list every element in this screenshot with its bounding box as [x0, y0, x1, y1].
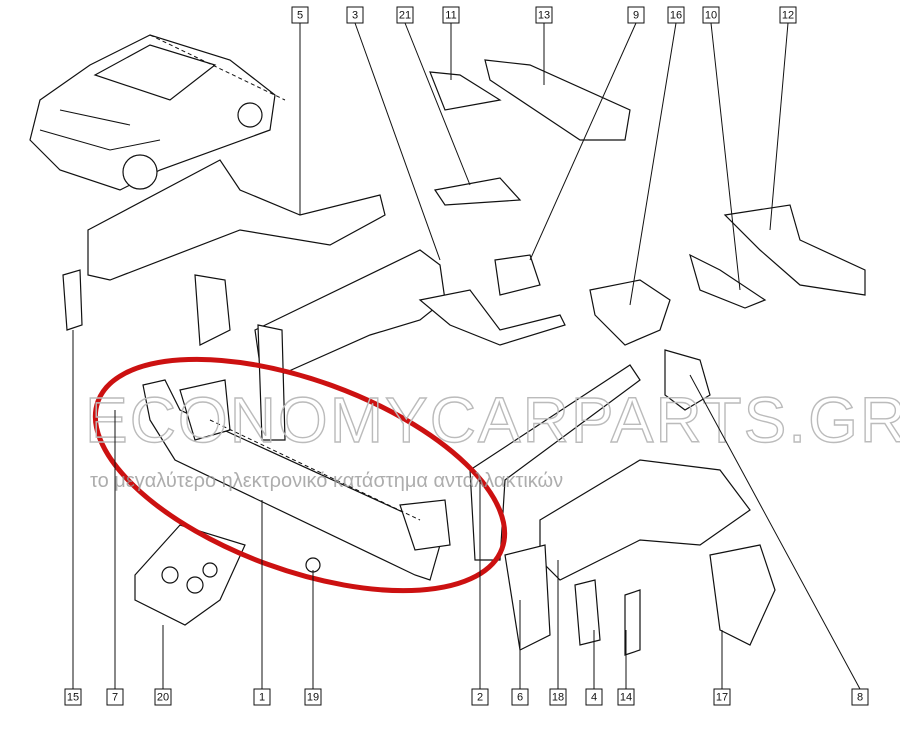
label-box: [585, 688, 603, 706]
part-label-17[interactable]: 17: [713, 688, 731, 706]
label-box: [702, 6, 720, 24]
leader-line: [710, 22, 741, 291]
part-label-12[interactable]: 12: [779, 6, 797, 24]
label-box: [106, 688, 124, 706]
label-number: 18: [552, 692, 564, 704]
bumper-reinforcement-beam: [142, 379, 451, 581]
inner-wing-panel: [87, 159, 386, 281]
label-number: 17: [716, 692, 728, 704]
label-box: [617, 688, 635, 706]
part-label-10[interactable]: 10: [702, 6, 720, 24]
label-box: [667, 6, 685, 24]
label-number: 16: [670, 10, 682, 22]
part-label-1[interactable]: 1: [253, 688, 271, 706]
label-number: 4: [591, 692, 597, 704]
label-number: 9: [633, 10, 639, 22]
leader-line: [769, 22, 789, 231]
label-number: 5: [297, 10, 303, 22]
label-box: [713, 688, 731, 706]
part-label-13[interactable]: 13: [535, 6, 553, 24]
label-box: [291, 6, 309, 24]
watermark-tagline: το μεγαλύτερο ηλεκτρονικό κατάστημα αντα…: [90, 470, 563, 492]
label-number: 15: [67, 692, 79, 704]
label-box: [253, 688, 271, 706]
part-label-19[interactable]: 19: [304, 688, 322, 706]
label-number: 20: [157, 692, 169, 704]
leader-line: [404, 22, 471, 186]
brackets-upper: [429, 59, 866, 411]
leader-line: [354, 22, 441, 261]
label-number: 11: [445, 10, 456, 22]
leader-line: [629, 22, 677, 306]
label-number: 13: [538, 10, 550, 22]
part-label-20[interactable]: 20: [154, 688, 172, 706]
bolt: [305, 557, 321, 573]
label-box: [471, 688, 489, 706]
label-box: [779, 6, 797, 24]
part-label-3[interactable]: 3: [346, 6, 364, 24]
part-label-5[interactable]: 5: [291, 6, 309, 24]
label-number: 3: [352, 10, 358, 22]
part-label-16[interactable]: 16: [667, 6, 685, 24]
label-number: 2: [477, 692, 483, 704]
part-label-8[interactable]: 8: [851, 688, 869, 706]
label-number: 1: [259, 692, 265, 704]
label-box: [627, 6, 645, 24]
label-box: [851, 688, 869, 706]
label-number: 12: [782, 10, 794, 22]
label-number: 6: [517, 692, 523, 704]
label-box: [549, 688, 567, 706]
leader-line: [689, 374, 861, 690]
leader-line: [529, 22, 637, 261]
label-number: 10: [705, 10, 717, 22]
highlight-ring: [92, 356, 508, 594]
part-label-18[interactable]: 18: [549, 688, 567, 706]
car-thumbnail: [29, 34, 276, 191]
label-box: [346, 6, 364, 24]
label-box: [154, 688, 172, 706]
label-box: [535, 6, 553, 24]
label-box: [442, 6, 460, 24]
part-label-9[interactable]: 9: [627, 6, 645, 24]
part-label-7[interactable]: 7: [106, 688, 124, 706]
label-number: 7: [112, 692, 118, 704]
label-number: 14: [620, 692, 632, 704]
part-label-2[interactable]: 2: [471, 688, 489, 706]
part-label-21[interactable]: 21: [396, 6, 414, 24]
front-structure-right: [469, 364, 776, 656]
label-box: [511, 688, 529, 706]
label-number: 21: [399, 10, 411, 22]
part-label-15[interactable]: 15: [64, 688, 82, 706]
part-label-11[interactable]: 11: [442, 6, 460, 24]
side-bracket-left: [62, 269, 286, 441]
watermark-brand: ECONOMYCARPARTS.GR: [85, 384, 900, 456]
label-number: 8: [857, 692, 863, 704]
label-box: [64, 688, 82, 706]
label-number: 19: [307, 692, 319, 704]
label-box: [304, 688, 322, 706]
fixings-kit-box: [134, 524, 246, 626]
part-label-4[interactable]: 4: [585, 688, 603, 706]
label-box: [396, 6, 414, 24]
part-label-14[interactable]: 14: [617, 688, 635, 706]
part-label-6[interactable]: 6: [511, 688, 529, 706]
